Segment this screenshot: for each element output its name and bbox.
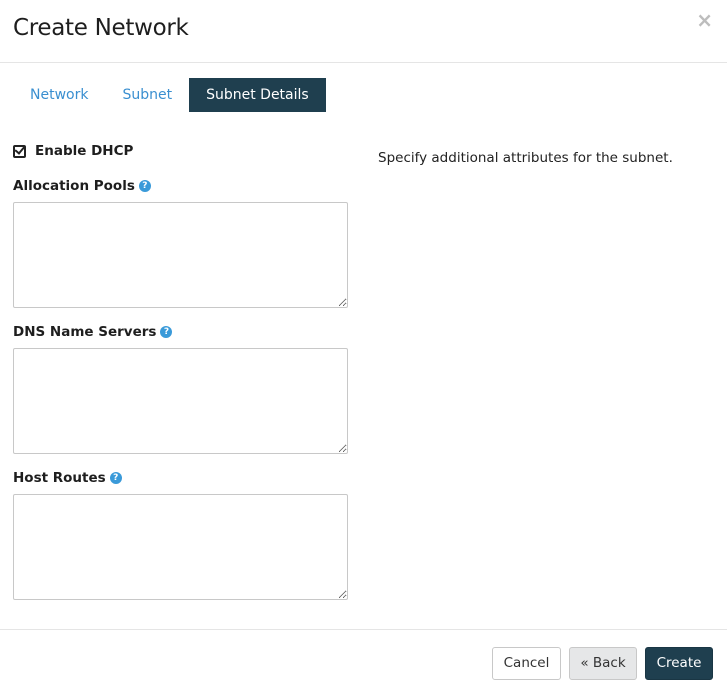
close-icon[interactable]: × — [696, 8, 713, 32]
allocation-pools-label-text: Allocation Pools — [13, 178, 135, 194]
step-description: Specify additional attributes for the su… — [378, 150, 673, 166]
host-routes-label-text: Host Routes — [13, 470, 106, 486]
tab-subnet[interactable]: Subnet — [122, 87, 173, 103]
allocation-pools-input[interactable] — [13, 202, 348, 308]
cancel-button[interactable]: Cancel — [492, 647, 561, 680]
modal-footer: Cancel « Back Create — [0, 629, 727, 694]
enable-dhcp-label: Enable DHCP — [35, 143, 134, 159]
host-routes-input[interactable] — [13, 494, 348, 600]
wizard-tabs: Network Subnet Subnet Details — [13, 78, 326, 112]
modal-title: Create Network — [13, 15, 189, 41]
modal-header: Create Network × — [0, 0, 727, 63]
dns-name-servers-label: DNS Name Servers ? — [13, 322, 348, 342]
help-icon[interactable]: ? — [109, 472, 122, 484]
host-routes-label: Host Routes ? — [13, 468, 348, 488]
dns-name-servers-input[interactable] — [13, 348, 348, 454]
tab-network[interactable]: Network — [30, 87, 89, 103]
enable-dhcp-row[interactable]: Enable DHCP — [13, 140, 348, 162]
allocation-pools-label: Allocation Pools ? — [13, 176, 348, 196]
enable-dhcp-checkbox[interactable] — [13, 144, 26, 158]
dns-name-servers-label-text: DNS Name Servers — [13, 324, 157, 340]
create-button[interactable]: Create — [645, 647, 713, 680]
back-button[interactable]: « Back — [569, 647, 637, 680]
subnet-details-form: Enable DHCP Allocation Pools ? DNS Name … — [13, 140, 348, 600]
help-icon[interactable]: ? — [160, 326, 173, 338]
help-icon[interactable]: ? — [138, 180, 151, 192]
tab-subnet-details[interactable]: Subnet Details — [189, 78, 326, 112]
